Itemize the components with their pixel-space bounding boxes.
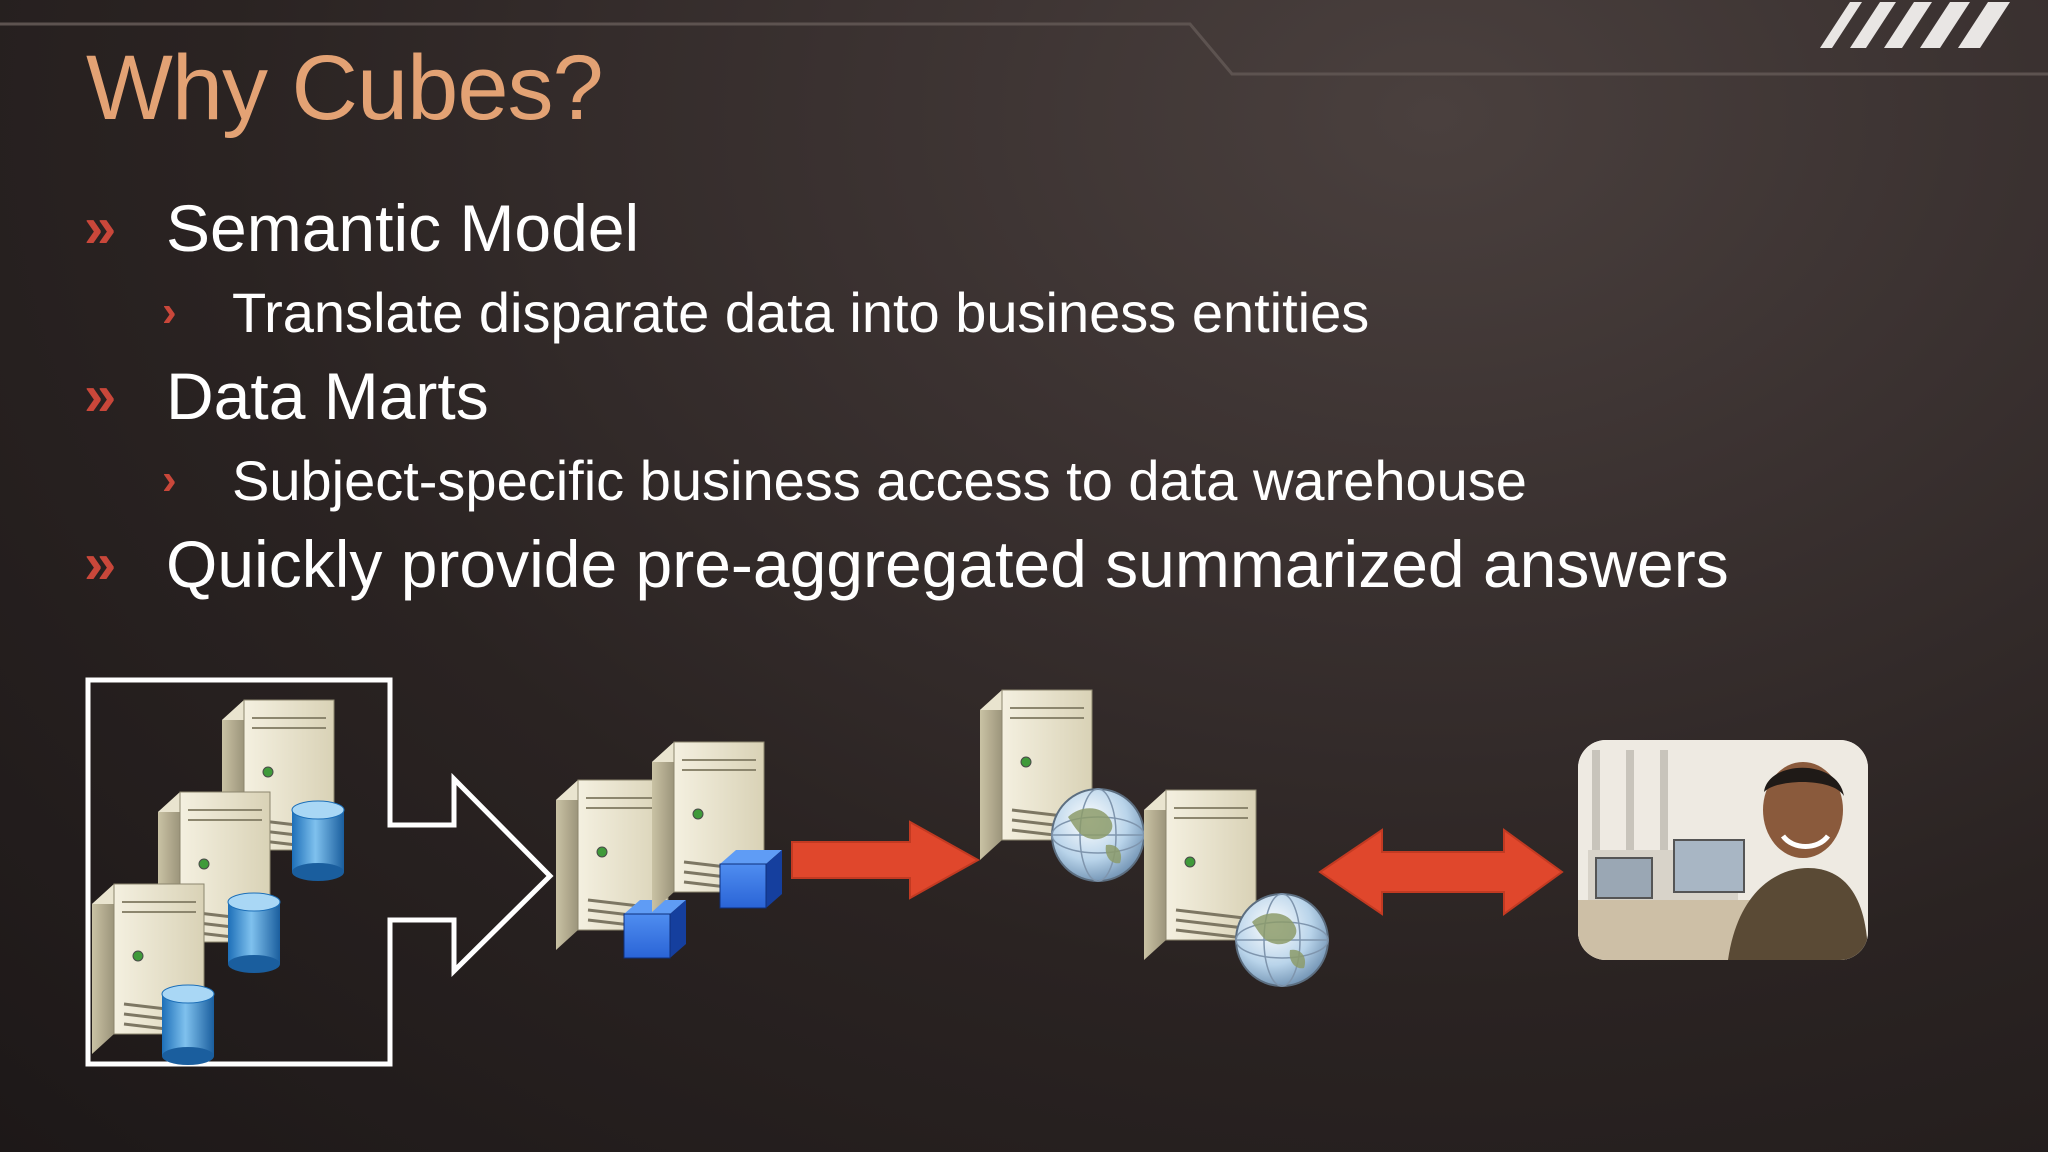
double-chevron-icon: » xyxy=(84,531,116,596)
header-decoration xyxy=(0,2,2048,76)
page-title: Why Cubes? xyxy=(86,37,604,139)
double-chevron-icon: » xyxy=(84,363,116,428)
right-arrow-icon xyxy=(791,820,981,900)
source-server-with-database-icon xyxy=(90,882,215,1066)
slash-stripes-icon xyxy=(1820,2,2010,48)
bullet-item: » Quickly provide pre-aggregated summari… xyxy=(84,522,1984,606)
bullet-item: » Semantic Model xyxy=(84,186,1984,270)
bullet-list: » Semantic Model › Translate disparate d… xyxy=(84,186,1984,606)
chevron-icon: › xyxy=(162,455,177,504)
olap-server-with-globe-icon xyxy=(978,688,1145,882)
business-user-photo xyxy=(1578,740,1868,960)
sub-bullet-item: › Subject-specific business access to da… xyxy=(84,438,1984,522)
double-arrow-icon xyxy=(1318,828,1564,916)
bullet-text: Data Marts xyxy=(166,359,489,433)
bullet-item: » Data Marts xyxy=(84,354,1984,438)
bullet-text: Semantic Model xyxy=(166,191,640,265)
olap-server-with-globe-icon xyxy=(1142,788,1329,987)
data-mart-server-with-cube-icon xyxy=(650,740,783,914)
sub-bullet-item: › Translate disparate data into business… xyxy=(84,270,1984,354)
source-systems-arrow-outline xyxy=(85,677,554,1067)
office-scene-icon xyxy=(1578,740,1868,960)
sub-bullet-text: Subject-specific business access to data… xyxy=(232,448,1527,512)
bullet-text: Quickly provide pre-aggregated summarize… xyxy=(166,527,1729,601)
chevron-icon: › xyxy=(162,287,177,336)
data-flow-diagram xyxy=(85,677,1564,1067)
double-chevron-icon: » xyxy=(84,195,116,260)
sub-bullet-text: Translate disparate data into business e… xyxy=(232,280,1370,344)
